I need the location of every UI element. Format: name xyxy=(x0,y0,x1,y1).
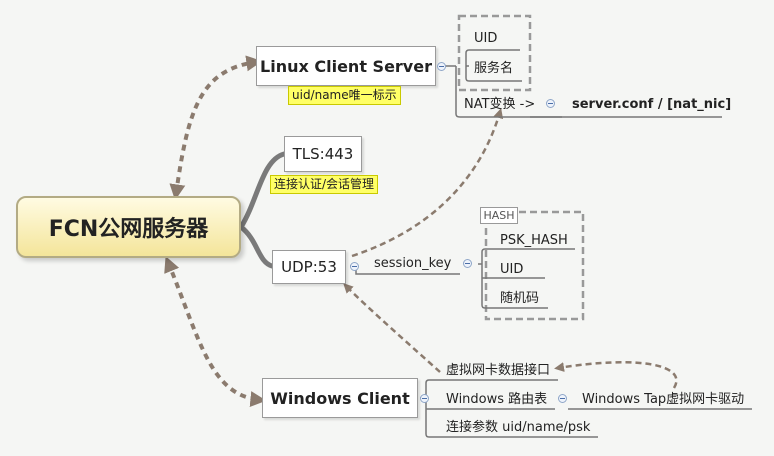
linux-collapse-icon[interactable] xyxy=(437,62,446,71)
central-node[interactable]: FCN公网服务器 xyxy=(16,196,241,258)
linux-client-server-node[interactable]: Linux Client Server xyxy=(256,46,436,86)
tap-driver: Windows Tap虚拟网卡驱动 xyxy=(582,392,745,407)
udp-collapse-icon[interactable] xyxy=(350,262,359,271)
tls-node[interactable]: TLS:443 xyxy=(284,136,362,172)
linux-group-item-service: 服务名 xyxy=(474,61,514,76)
link-central-linux xyxy=(169,55,263,201)
windows-route-table: Windows 路由表 xyxy=(446,392,548,407)
link-udp-nat xyxy=(351,108,504,258)
udp-node[interactable]: UDP:53 xyxy=(272,250,346,284)
windows-client-node[interactable]: Windows Client xyxy=(262,378,418,418)
hash-item-uid: UID xyxy=(500,262,524,277)
nat-collapse-icon[interactable] xyxy=(546,99,555,108)
virtual-nic-interface: 虚拟网卡数据接口 xyxy=(446,363,551,378)
hash-item-psk: PSK_HASH xyxy=(500,233,568,248)
session-key-label: session_key xyxy=(374,256,452,271)
tls-note: 连接认证/会话管理 xyxy=(270,175,379,194)
nat-target: server.conf / [nat_nic] xyxy=(572,97,732,112)
session-key-collapse-icon[interactable] xyxy=(463,259,472,268)
hash-group-frame xyxy=(484,210,585,321)
central-label: FCN公网服务器 xyxy=(48,217,209,242)
link-nic-udp xyxy=(343,283,441,373)
linux-group-frame xyxy=(457,14,532,92)
branch-udp xyxy=(238,224,275,269)
linux-client-server-label: Linux Client Server xyxy=(260,56,432,76)
linux-group-item-uid: UID xyxy=(474,31,498,46)
route-table-collapse-icon[interactable] xyxy=(558,394,567,403)
link-central-windows xyxy=(164,256,267,407)
windows-client-label: Windows Client xyxy=(270,388,410,408)
udp-label: UDP:53 xyxy=(281,258,337,276)
link-tap-nic xyxy=(554,360,678,389)
tls-label: TLS:443 xyxy=(292,145,354,163)
windows-collapse-icon[interactable] xyxy=(420,394,429,403)
nat-label: NAT变换 -> xyxy=(464,97,536,112)
hash-tag: HASH xyxy=(480,207,518,224)
connection-params: 连接参数 uid/name/psk xyxy=(446,420,591,435)
hash-item-random: 随机码 xyxy=(500,291,540,306)
uid-note: uid/name唯一标示 xyxy=(288,86,401,105)
